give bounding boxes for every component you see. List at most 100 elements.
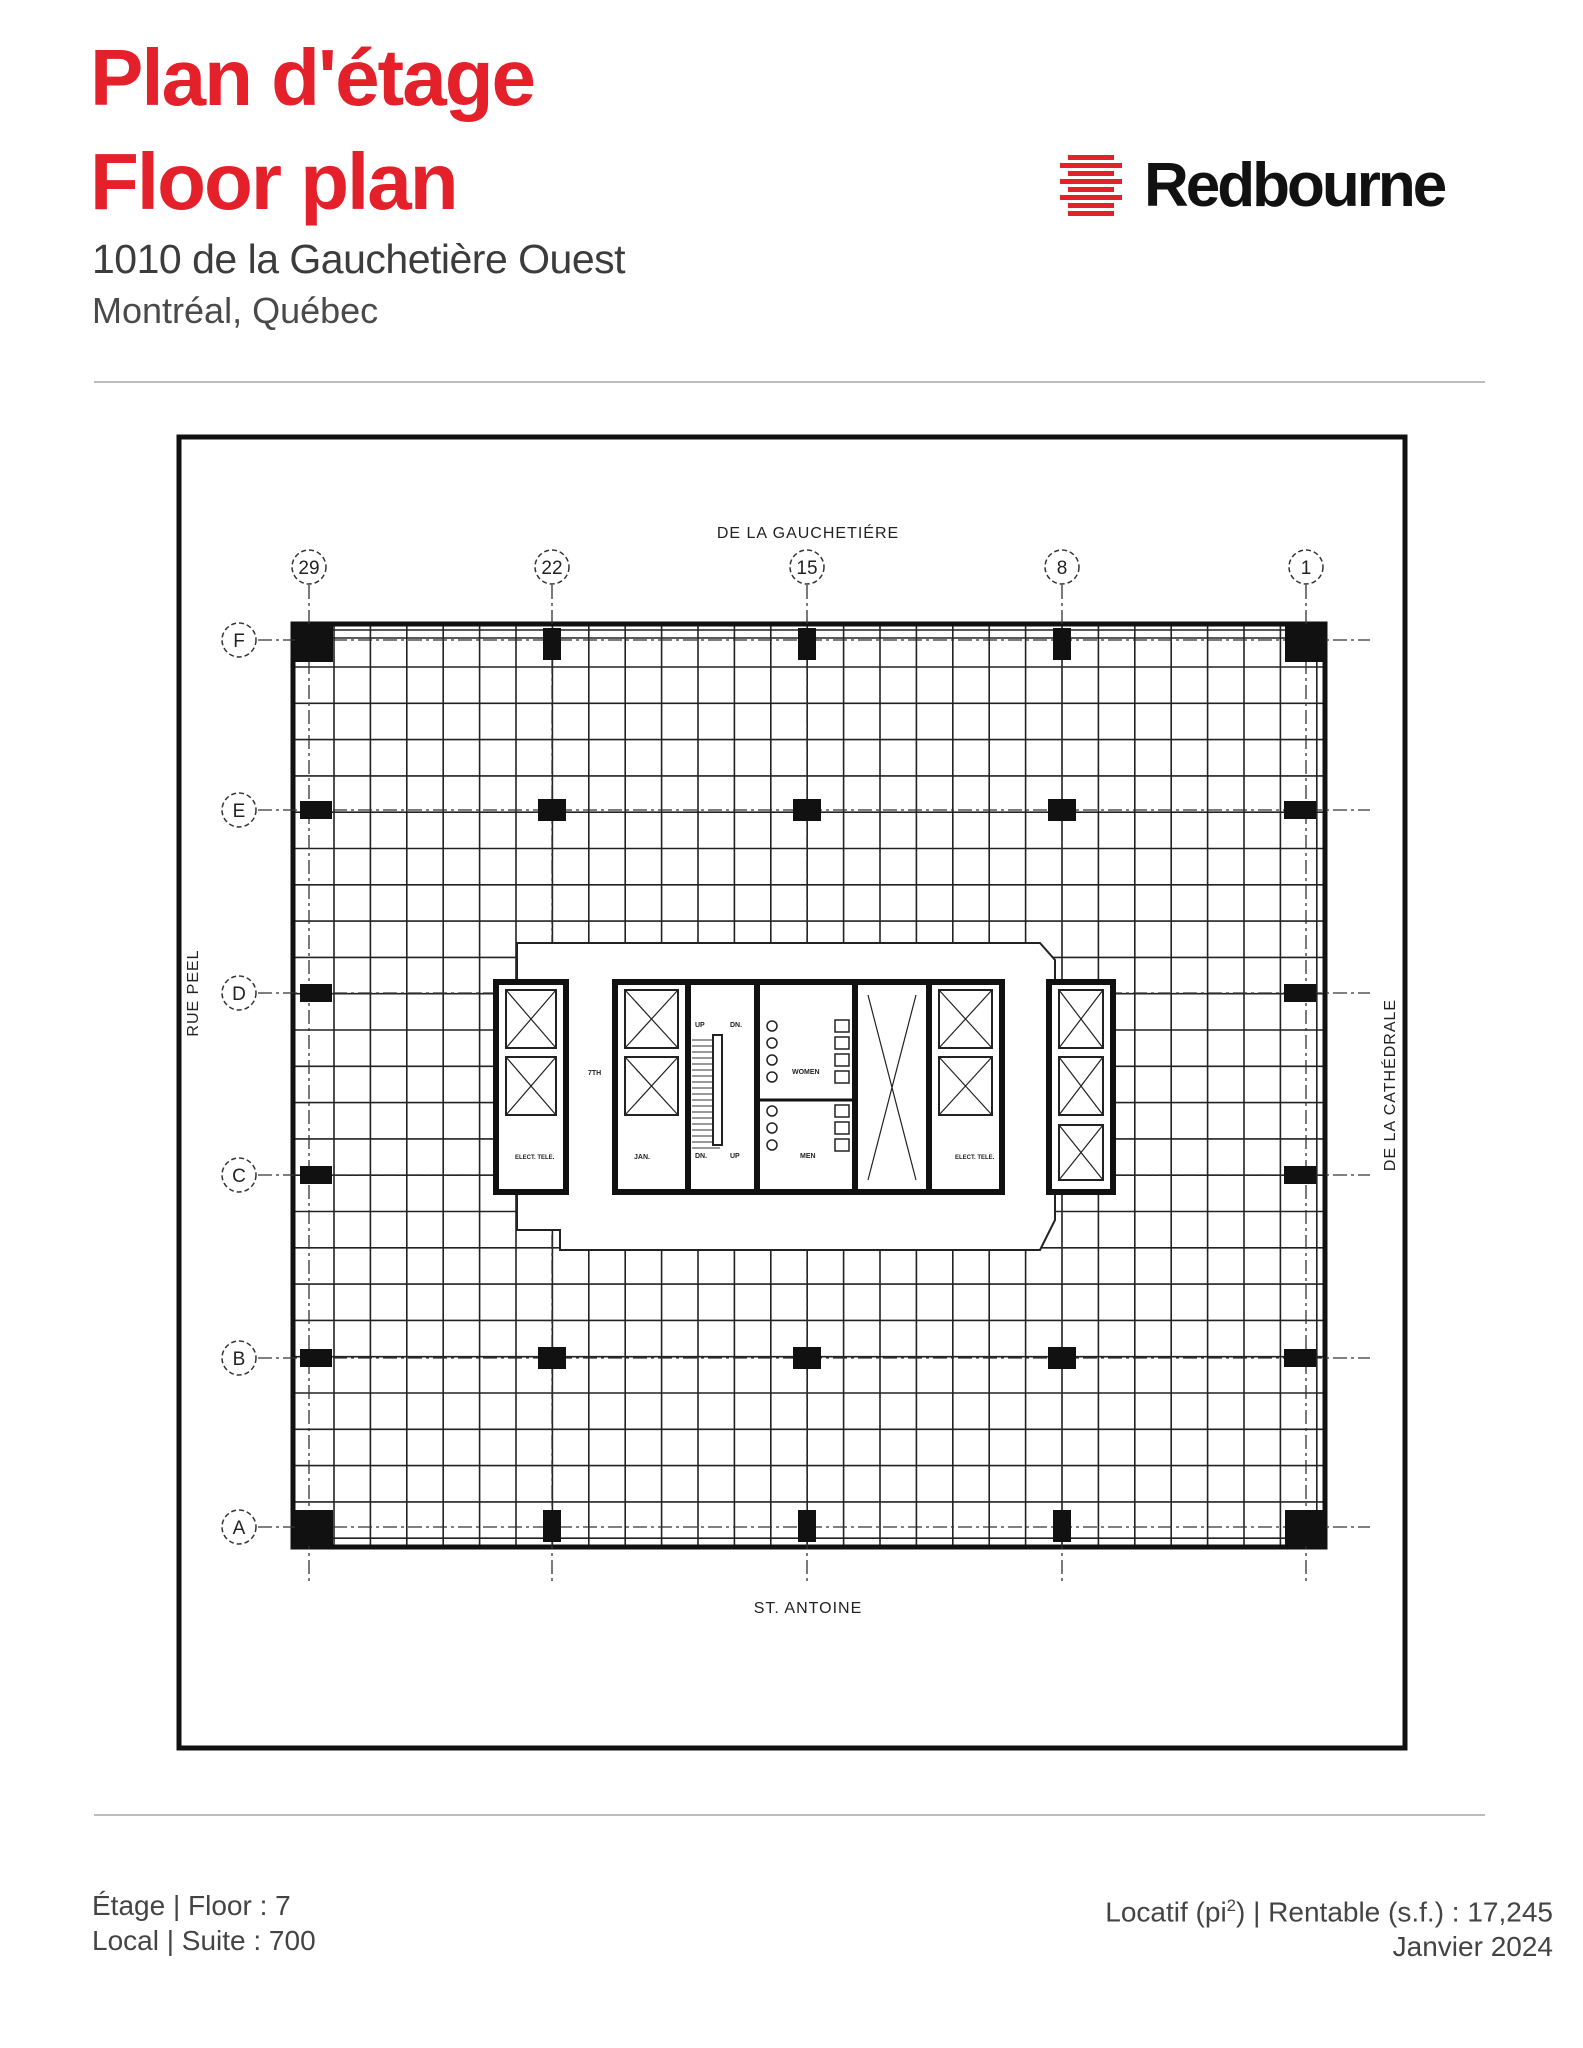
stair-up-label-2: UP xyxy=(730,1153,740,1160)
stair-down-label: DN. xyxy=(730,1022,742,1029)
rentable-suffix: ) | Rentable (s.f.) : 17,245 xyxy=(1236,1896,1553,1928)
top-divider xyxy=(94,381,1485,383)
column xyxy=(793,799,821,821)
plan-frame xyxy=(176,434,1408,1751)
title-english: Floor plan xyxy=(90,137,459,226)
column-label: 15 xyxy=(796,558,817,579)
street-east-label: DE LA CATHÉDRALE xyxy=(1380,999,1399,1171)
toilet-stall xyxy=(834,1070,850,1084)
redbourne-logo: Redbourne xyxy=(1060,150,1447,221)
stair-up-label: UP xyxy=(695,1022,705,1029)
corner-column xyxy=(1285,626,1323,662)
janitor-label: JAN. xyxy=(634,1154,650,1161)
column xyxy=(543,1510,561,1542)
elevator-x xyxy=(624,1056,679,1116)
toilet-stall xyxy=(834,1053,850,1067)
row-label: F xyxy=(233,631,245,652)
column-bubble xyxy=(1288,549,1324,585)
row-bubble xyxy=(221,792,257,828)
elevator-x xyxy=(505,1056,557,1116)
elevator-x xyxy=(1058,989,1104,1049)
row-label: E xyxy=(233,801,246,822)
sink xyxy=(766,1105,778,1117)
elevator-x xyxy=(1058,1056,1104,1116)
toilet-stall xyxy=(834,1019,850,1033)
column-bubble xyxy=(789,549,825,585)
column xyxy=(1284,801,1316,819)
row-bubble xyxy=(221,622,257,658)
sink xyxy=(766,1037,778,1049)
building-city: Montréal, Québec xyxy=(92,290,379,331)
stair-rail xyxy=(712,1034,723,1146)
toilet-stall xyxy=(834,1036,850,1050)
column xyxy=(543,628,561,660)
men-label: MEN xyxy=(800,1153,816,1160)
rentable-area: Locatif (pi2) | Rentable (s.f.) : 17,245 xyxy=(1105,1888,1553,1929)
column xyxy=(798,628,816,660)
row-bubble xyxy=(221,1157,257,1193)
street-west-label: RUE PEEL xyxy=(185,949,202,1036)
column-bubble xyxy=(1044,549,1080,585)
elec-left-label: ELECT. TELE. xyxy=(515,1155,555,1161)
column xyxy=(1284,984,1316,1002)
title-french: Plan d'étage xyxy=(90,33,536,122)
building-address: 1010 de la Gauchetière Ouest xyxy=(92,236,626,282)
column xyxy=(300,801,332,819)
elevator-x xyxy=(624,989,679,1049)
redbourne-stripes-icon xyxy=(1060,154,1122,216)
women-label: WOMEN xyxy=(792,1069,820,1076)
elevator-x xyxy=(1058,1124,1104,1181)
floor-number: Étage | Floor : 7 xyxy=(92,1890,291,1921)
elevator-x xyxy=(505,989,557,1049)
building-outline xyxy=(290,621,1328,1550)
building-core xyxy=(493,942,1116,1251)
column xyxy=(1053,628,1071,660)
suite-number: Local | Suite : 700 xyxy=(92,1925,316,1956)
column xyxy=(300,1349,332,1367)
elec-right-label: ELECT. TELE. xyxy=(955,1155,995,1161)
column-bubble xyxy=(534,549,570,585)
sink xyxy=(766,1054,778,1066)
street-south-label: ST. ANTOINE xyxy=(754,1600,863,1617)
column xyxy=(793,1347,821,1369)
column xyxy=(1284,1349,1316,1367)
column-label: 22 xyxy=(541,558,562,579)
sink xyxy=(766,1071,778,1083)
shaft-x xyxy=(867,994,917,1181)
column xyxy=(798,1510,816,1542)
washrooms xyxy=(754,979,858,1195)
corner-column xyxy=(1285,1510,1323,1546)
sink xyxy=(766,1139,778,1151)
shaft xyxy=(852,979,932,1195)
logo-wordmark: Redbourne xyxy=(1144,151,1447,220)
rentable-prefix: Locatif (pi xyxy=(1105,1896,1227,1928)
row-bubble xyxy=(221,975,257,1011)
elevator-x xyxy=(938,1056,993,1116)
column xyxy=(300,984,332,1002)
row-label: C xyxy=(232,1166,246,1187)
row-label: D xyxy=(232,984,246,1005)
column xyxy=(538,1347,566,1369)
corner-column xyxy=(295,626,333,662)
bottom-divider xyxy=(94,1814,1485,1816)
row-bubble xyxy=(221,1340,257,1376)
row-bubble xyxy=(221,1509,257,1545)
column-label: 8 xyxy=(1057,558,1068,579)
rentable-sup: 2 xyxy=(1226,1896,1237,1915)
toilet-stall xyxy=(834,1138,850,1152)
column xyxy=(538,799,566,821)
toilet-stall xyxy=(834,1121,850,1135)
column-bubble xyxy=(291,549,327,585)
sink xyxy=(766,1122,778,1134)
corner-column xyxy=(295,1510,333,1546)
row-label: B xyxy=(233,1349,246,1370)
street-north-label: DE LA GAUCHETIÉRE xyxy=(717,523,899,542)
column-label: 1 xyxy=(1301,558,1312,579)
column-label: 29 xyxy=(298,558,319,579)
sink xyxy=(766,1020,778,1032)
footer-left: Étage | Floor : 7 Local | Suite : 700 xyxy=(92,1888,316,1958)
toilet-stall xyxy=(834,1104,850,1118)
